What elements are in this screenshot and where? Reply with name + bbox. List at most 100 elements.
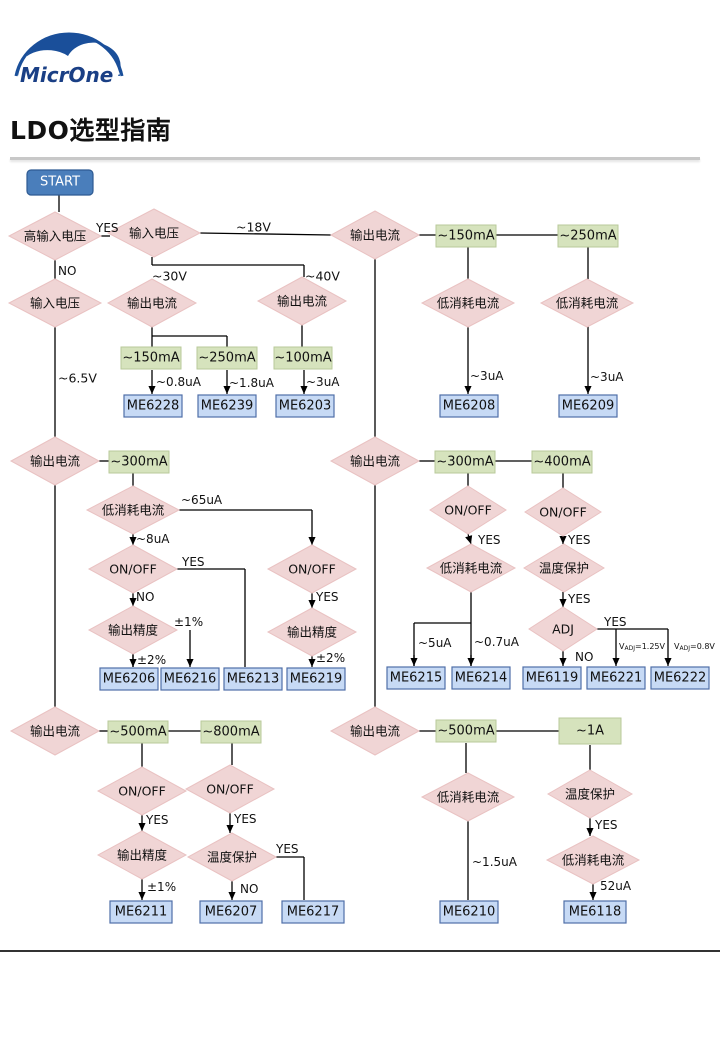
part-number-label: ME6119 [526,671,579,686]
decision-node: ON/OFF [184,764,276,814]
decision-label: 输出电流 [127,296,178,311]
part-node: ME6214 [451,666,511,690]
part-node: ME6210 [439,900,499,924]
part-node: ME6216 [160,667,220,691]
edge-label-q5: ~5uA [418,636,452,650]
edge-label-no_1: NO [58,264,76,278]
decision-label: 低消耗电流 [562,853,625,868]
range-node: ~400mA [531,450,593,474]
start-label: START [40,175,80,190]
decision-node: 高输入电压 [7,211,103,261]
part-number-label: ME6206 [103,672,156,687]
part-number-label: ME6210 [443,905,496,920]
edge-label-yes_7: YES [603,615,627,629]
vadj-label: VADJ=0.8V [674,642,715,652]
edge-label-q08: ~0.8uA [156,375,202,389]
range-node: ~300mA [434,450,496,474]
vadj-sub: ADJ [624,645,635,652]
range-node: ~250mA [196,346,258,370]
edge-label-v18: ~18V [236,220,271,235]
decision-node: 输出电流 [9,706,101,756]
decision-node: 低消耗电流 [425,543,517,593]
edge-label-yes_10: YES [275,842,299,856]
decision-label: 低消耗电流 [102,503,165,518]
range-node: ~500mA [107,720,169,744]
edge-label-q3a: ~3uA [306,375,340,389]
decision-node: 低消耗电流 [545,835,641,885]
decision-label: 输出电流 [30,724,81,739]
edge-label-yes_11: YES [594,818,618,832]
decision-node: ON/OFF [429,485,507,535]
part-node: ME6203 [275,394,335,418]
edge-label-no_2: NO [136,590,154,604]
range-label: ~500mA [109,725,166,740]
range-node: ~500mA [435,719,497,743]
part-number-label: ME6221 [590,671,643,686]
range-label: ~250mA [559,229,616,244]
edge-label-v40: ~40V [305,269,340,284]
decision-label: ON/OFF [539,505,587,520]
part-number-label: ME6207 [205,905,258,920]
decision-node: ON/OFF [524,487,602,537]
decision-node: 低消耗电流 [420,278,516,328]
part-node: ME6208 [439,394,499,418]
range-label: ~800mA [202,725,259,740]
start-node: START [26,169,94,196]
edge-label-q07: ~0.7uA [474,635,520,649]
range-label: ~100mA [274,351,331,366]
decision-node: 低消耗电流 [539,278,635,328]
edge-label-yes_3: YES [315,590,339,604]
decision-node: 温度保护 [523,543,605,593]
decision-label: 温度保护 [207,850,257,865]
decision-node: 低消耗电流 [85,485,181,535]
part-number-label: ME6215 [390,671,443,686]
edge-label-q3c: ~3uA [590,370,624,384]
decision-node: 低消耗电流 [420,772,516,822]
part-number-label: ME6213 [227,672,280,687]
logo-text: MicrOne [20,63,113,87]
decision-label: ADJ [552,622,574,637]
part-number-label: ME6209 [562,399,615,414]
decision-node: 输出电流 [106,278,198,328]
range-label: ~150mA [437,229,494,244]
decision-label: 高输入电压 [24,229,87,244]
range-node: ~800mA [200,720,262,744]
edge-label-q65: ~65uA [181,493,223,507]
range-label: ~400mA [533,455,590,470]
vadj-label: VADJ=1.25V [619,642,666,652]
edge-label-q15: ~1.5uA [472,855,518,869]
decision-node: ON/OFF [266,544,358,594]
vadj-sub: ADJ [679,645,690,652]
part-node: ME6239 [197,394,257,418]
decision-label: 输入电压 [129,226,179,241]
part-node: ME6228 [123,394,183,418]
title-divider [10,157,700,160]
edge-label-q8: ~8uA [136,532,170,546]
part-node: ME6206 [99,667,159,691]
flowchart-edge-labels: YESNO~18V~30V~40V~6.5V~0.8uA~1.8uA~3uA~3… [58,220,715,897]
edge-label-yes_5: YES [567,533,591,547]
edge-label-no_3: NO [575,650,593,664]
part-node: ME6219 [286,667,346,691]
part-node: ME6217 [281,900,345,924]
part-number-label: ME6217 [287,905,340,920]
flowchart-nodes: START高输入电压输入电压输入电压输出电流输出电流输出电流低消耗电流低消耗电流… [7,169,710,924]
edge-label-pm1: ±1% [174,615,203,629]
part-number-label: ME6219 [290,672,343,687]
range-label: ~150mA [122,351,179,366]
footer-divider [0,950,720,952]
range-label: ~1A [576,724,604,739]
part-node: ME6211 [109,900,173,924]
part-node: ME6119 [522,666,582,690]
edge-label-yes_1: YES [95,221,119,235]
decision-node: 输出电流 [9,436,101,486]
decision-label: 输出精度 [287,625,338,640]
part-node: ME6207 [199,900,263,924]
part-number-label: ME6216 [164,672,217,687]
decision-label: ON/OFF [118,784,166,799]
decision-node: ON/OFF [96,766,188,816]
decision-label: ON/OFF [109,562,157,577]
part-node: ME6213 [223,667,283,691]
part-node: ME6209 [558,394,618,418]
